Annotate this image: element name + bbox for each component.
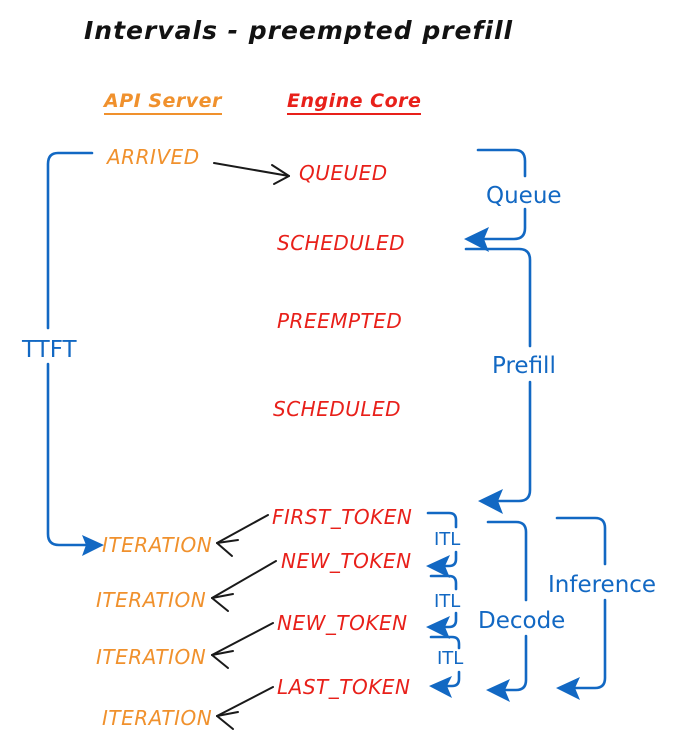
api-event-iteration-4: ITERATION: [102, 706, 213, 730]
arrow-new-token-2-to-iteration: [211, 622, 274, 669]
arrowhead-decode: [486, 679, 510, 702]
interval-label-queue: Queue: [486, 183, 562, 209]
arrow-new-token-1-to-iteration: [211, 560, 277, 612]
interval-label-itl-2: ITL: [434, 591, 461, 612]
interval-label-itl-1: ITL: [434, 529, 461, 550]
interval-label-prefill: Prefill: [492, 353, 556, 379]
core-event-scheduled-1: SCHEDULED: [277, 231, 406, 255]
core-event-queued: QUEUED: [299, 161, 388, 185]
api-event-iteration-1: ITERATION: [102, 533, 213, 557]
core-event-new-token-2: NEW_TOKEN: [277, 611, 408, 635]
arrowhead-inference: [556, 677, 580, 700]
arrow-arrived-to-queued: [213, 162, 290, 185]
interval-label-decode: Decode: [478, 608, 566, 634]
arrowhead-queue: [464, 227, 489, 252]
bracket-decode: [486, 520, 528, 692]
column-header-api-server: API Server: [104, 90, 222, 115]
interval-label-itl-3: ITL: [437, 648, 464, 669]
arrowhead-ttft: [82, 535, 104, 556]
arrow-last-token-to-iteration: [216, 686, 274, 730]
arrowhead-itl-3: [429, 676, 452, 698]
page-title: Intervals - preempted prefill: [84, 16, 514, 45]
interval-label-inference: Inference: [548, 572, 657, 598]
interval-label-ttft: TTFT: [22, 337, 77, 363]
core-event-preempted: PREEMPTED: [277, 309, 403, 333]
api-event-arrived: ARRIVED: [107, 145, 200, 169]
core-event-scheduled-2: SCHEDULED: [273, 397, 402, 421]
arrowhead-prefill: [478, 489, 503, 514]
arrow-first-token-to-iteration: [216, 514, 269, 557]
core-event-last-token: LAST_TOKEN: [277, 675, 411, 699]
arrowhead-itl-2: [426, 616, 450, 639]
column-header-engine-core: Engine Core: [287, 90, 422, 115]
arrowhead-itl-1: [426, 555, 450, 578]
bracket-inference: [555, 516, 607, 690]
core-event-first-token: FIRST_TOKEN: [272, 505, 413, 529]
core-event-new-token-1: NEW_TOKEN: [281, 549, 412, 573]
api-event-iteration-3: ITERATION: [96, 645, 207, 669]
api-event-iteration-2: ITERATION: [96, 588, 207, 612]
